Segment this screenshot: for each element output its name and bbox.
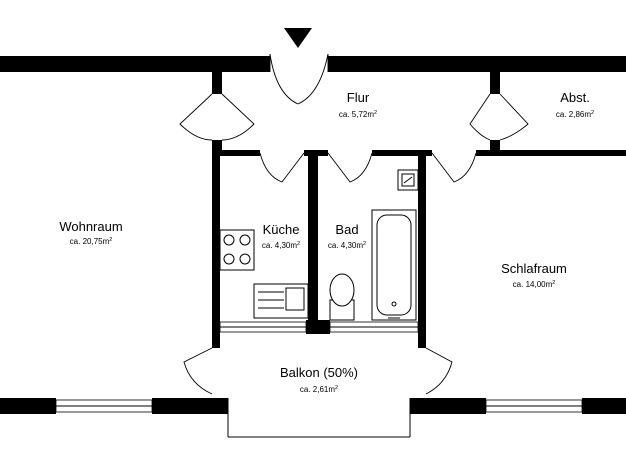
flur-area: ca. 5,72m2 — [339, 110, 377, 119]
bathtub — [371, 209, 417, 321]
wohnraum-name: Wohnraum — [59, 219, 122, 234]
flur-name: Flur — [347, 90, 370, 105]
abst-area: ca. 2,86m2 — [556, 110, 594, 119]
flur-south-wall — [212, 150, 500, 183]
room-label-abst: Abst. ca. 2,86m2 — [556, 90, 594, 119]
schlafraum-name: Schlafraum — [501, 261, 567, 276]
room-label-schlafraum: Schlafraum ca. 14,00m2 — [501, 261, 567, 289]
schlafraum-area: ca. 14,00m2 — [513, 280, 556, 289]
bad-name: Bad — [335, 222, 358, 237]
bad-area: ca. 4,30m2 — [328, 241, 366, 250]
abst-partition — [469, 72, 626, 156]
room-label-balkon: Balkon (50%) ca. 2,61m2 — [280, 365, 358, 394]
bad-schlaf-wall — [418, 150, 426, 334]
top-wall — [0, 56, 626, 72]
bottom-wall — [0, 398, 626, 414]
room-label-bad: Bad ca. 4,30m2 — [328, 222, 366, 250]
kueche-area: ca. 4,30m2 — [262, 241, 300, 250]
balcony-outline — [227, 398, 411, 438]
wohnraum-partition — [179, 72, 255, 150]
entrance-door — [269, 53, 329, 105]
abst-name: Abst. — [560, 90, 590, 105]
kitchen-sink — [253, 283, 309, 319]
wohnraum-area: ca. 20,75m2 — [70, 237, 113, 246]
room-label-kueche: Küche ca. 4,30m2 — [262, 222, 300, 250]
bath-washbasin — [397, 169, 419, 191]
balkon-name: Balkon (50%) — [280, 365, 358, 380]
kueche-west-wall — [212, 150, 220, 334]
balkon-area: ca. 2,61m2 — [300, 385, 338, 394]
kueche-bad-wall — [308, 150, 318, 334]
kueche-name: Küche — [263, 222, 300, 237]
balcony-window-band — [183, 320, 453, 395]
toilet — [329, 273, 355, 321]
entrance-arrow-icon — [284, 28, 312, 48]
room-label-wohnraum: Wohnraum ca. 20,75m2 — [59, 219, 122, 246]
room-label-flur: Flur ca. 5,72m2 — [339, 90, 377, 119]
kitchen-stove — [219, 229, 255, 271]
